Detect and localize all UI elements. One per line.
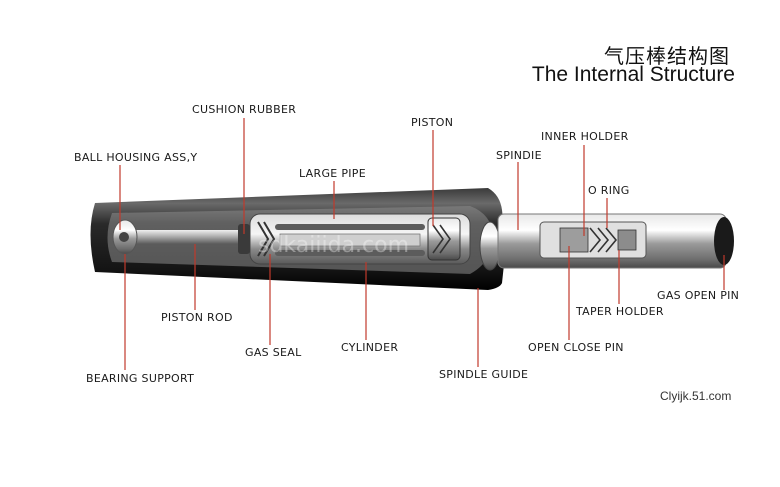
label-taper-holder: TAPER HOLDER (576, 305, 664, 318)
leader-lines (119, 118, 725, 370)
cushion-rubber (238, 224, 250, 254)
label-cylinder: CYLINDER (341, 341, 399, 354)
o-ring-part (617, 229, 637, 251)
inner-holder-part (559, 227, 589, 253)
pipe-slot-top (275, 224, 425, 230)
label-spindle-guide: SPINDLE GUIDE (439, 368, 529, 381)
pipe-core (279, 233, 421, 247)
piston-rod (115, 230, 275, 244)
label-bearing-support: BEARING SUPPORT (86, 372, 195, 385)
title-chinese: 气压棒结构图 (604, 44, 730, 68)
spindle-guide-collar (479, 221, 501, 271)
label-o-ring: O RING (588, 184, 630, 197)
label-ball-housing: BALL HOUSING ASS,Y (74, 151, 198, 164)
label-open-close-pin: OPEN CLOSE PIN (528, 341, 624, 354)
label-gas-seal: GAS SEAL (245, 346, 302, 359)
label-spindie: SPINDIE (496, 149, 542, 162)
label-piston-rod: PISTON ROD (161, 311, 233, 324)
label-piston: PISTON (411, 116, 454, 129)
label-gas-open-pin: GAS OPEN PIN (657, 289, 740, 302)
pipe-slot-bottom (275, 250, 425, 256)
credit-text: Clyijk.51.com (660, 389, 732, 403)
watermark: sdkaiiida.com (258, 233, 409, 258)
gas-seal-chevrons (257, 221, 276, 257)
label-inner-holder: INNER HOLDER (541, 130, 629, 143)
label-cushion-rubber: CUSHION RUBBER (192, 103, 297, 116)
title-english: The Internal Structure (531, 63, 735, 86)
label-large-pipe: LARGE PIPE (299, 167, 366, 180)
end-cap (714, 217, 734, 265)
piston-chevrons (432, 224, 451, 254)
ball-housing-ball (119, 232, 129, 242)
taper-holder-chevrons (589, 227, 618, 253)
